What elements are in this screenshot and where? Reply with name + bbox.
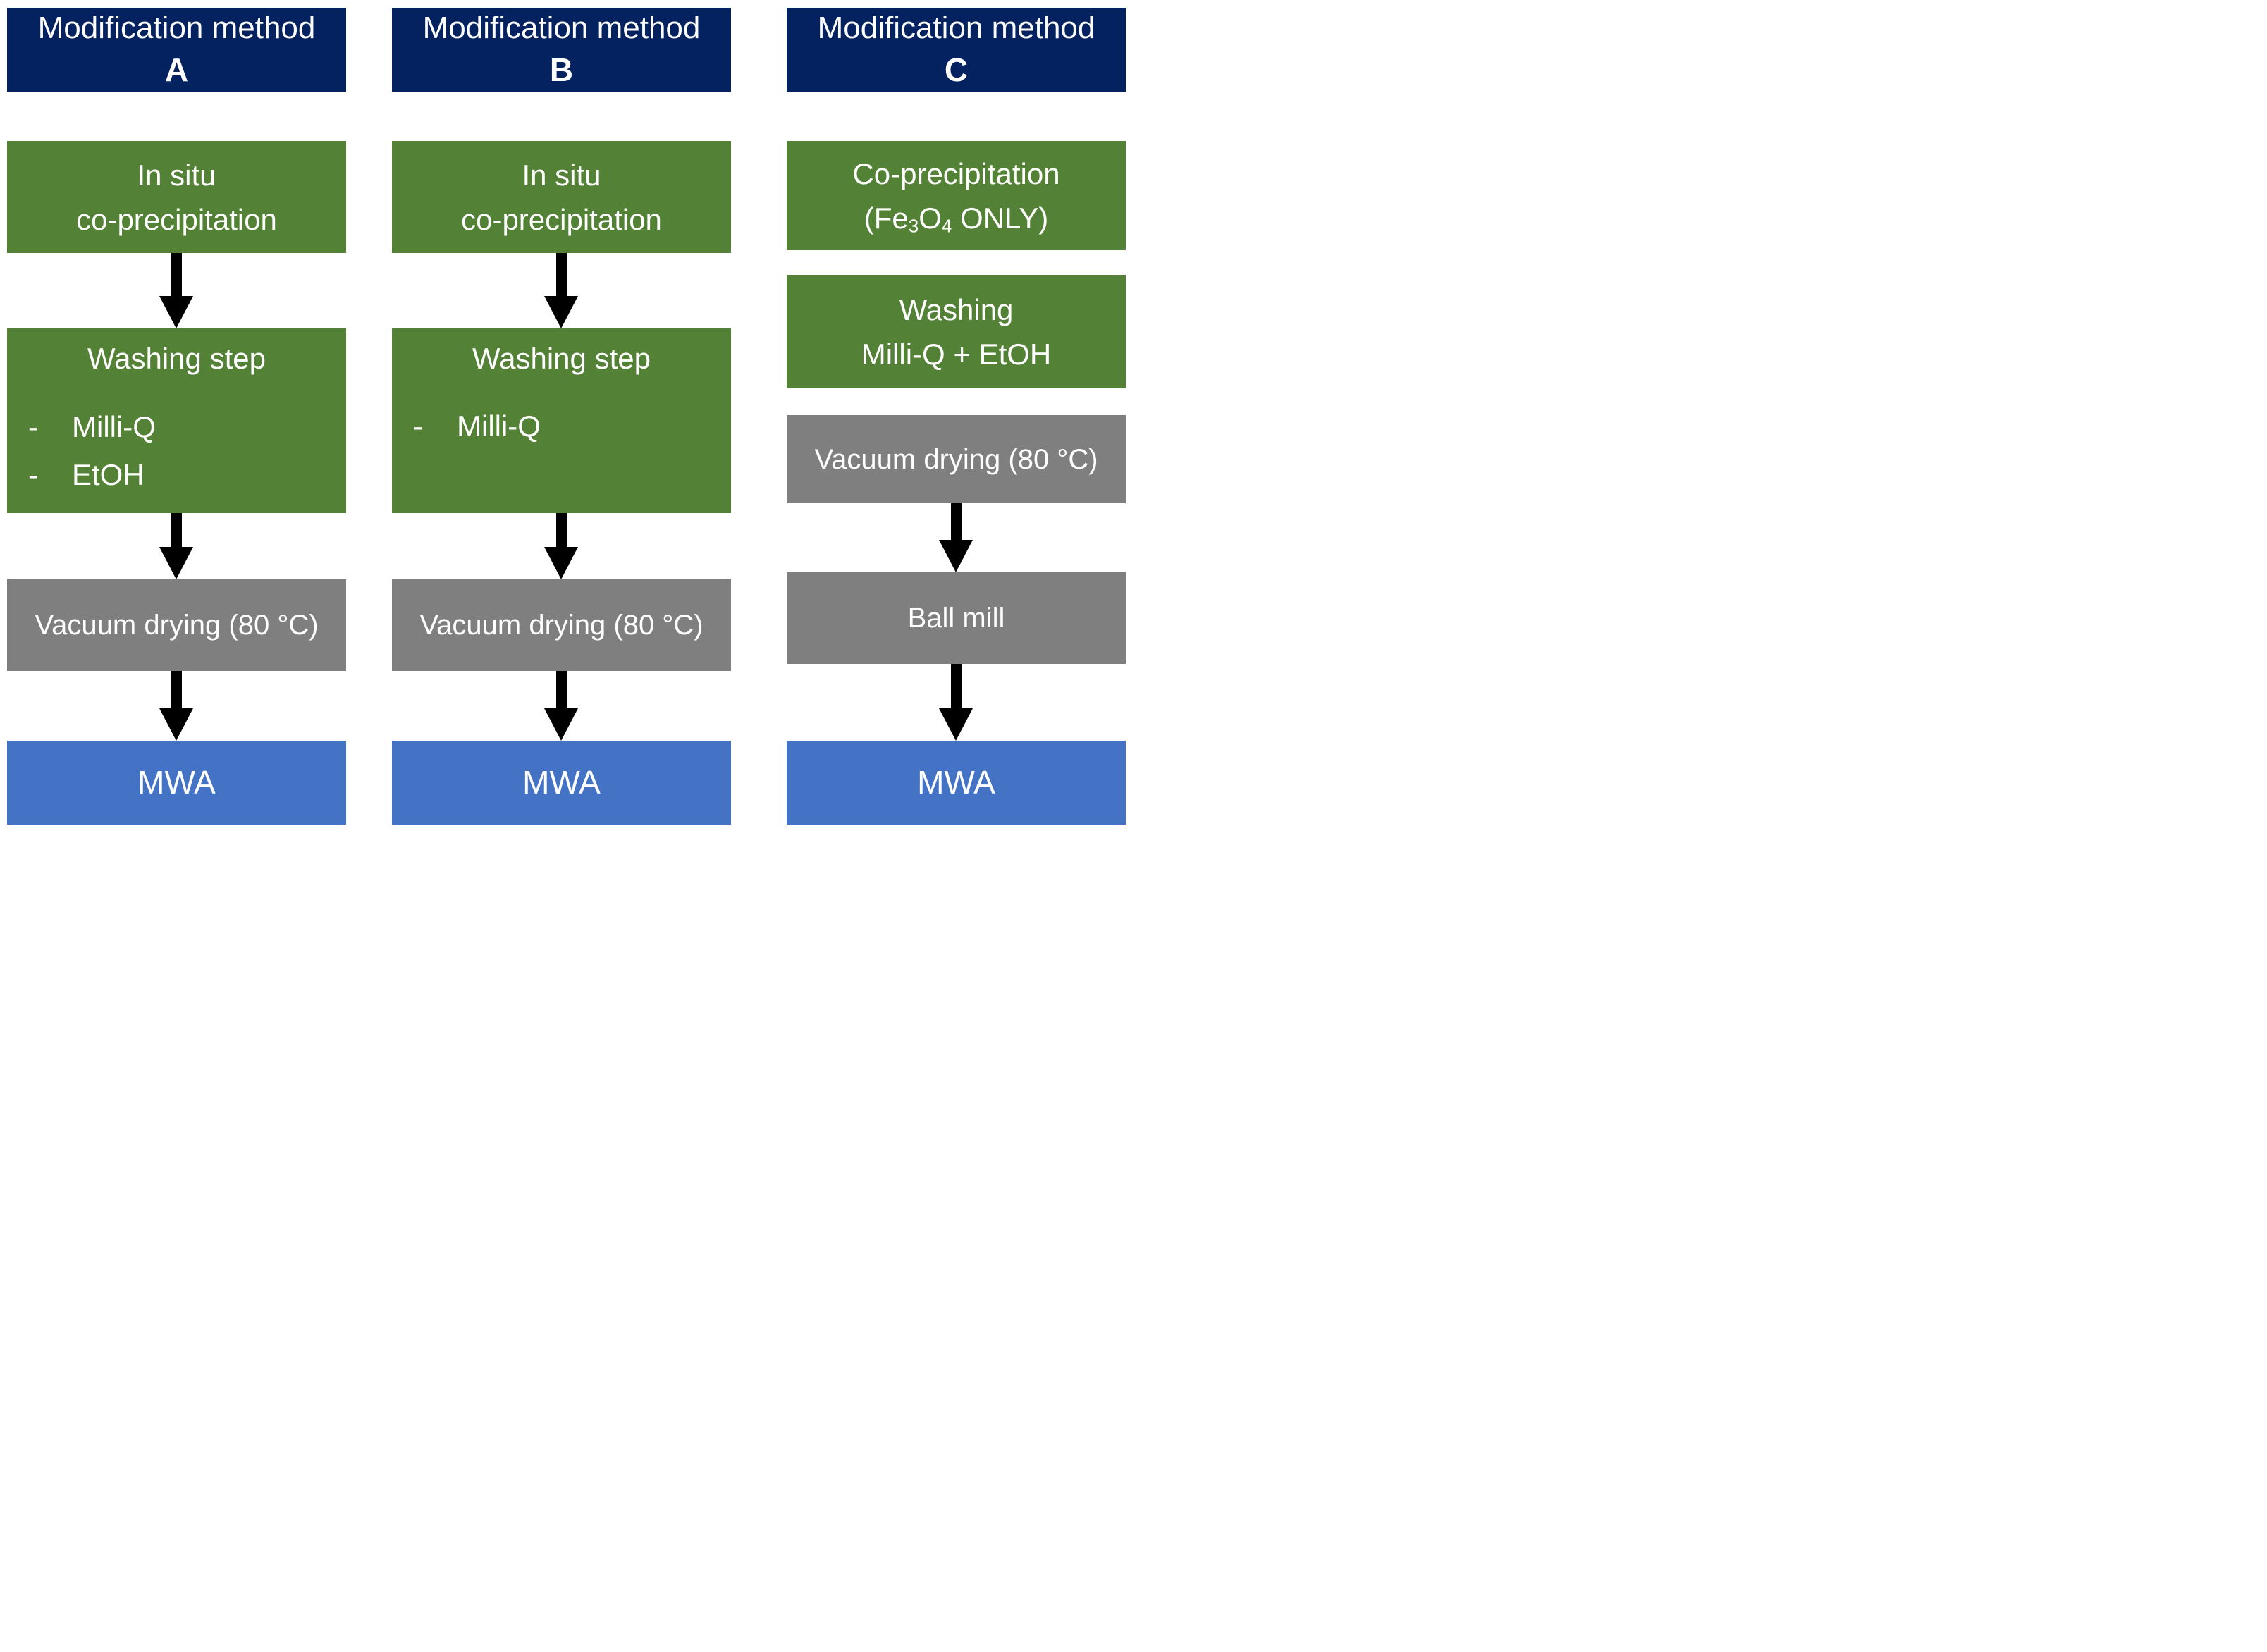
bullet-label: Milli-Q [457,409,541,443]
down-arrow [159,513,193,579]
bullet-dash: - [413,409,423,443]
method-a-vacuum-drying-label: Vacuum drying (80 °C) [35,610,319,641]
method-a-washing-bullets: - Milli-Q - EtOH [7,408,346,495]
arrow-head [159,708,193,741]
method-a-vacuum-drying-box: Vacuum drying (80 °C) [7,579,346,671]
method-c-washing-box: Washing Milli-Q + EtOH [787,275,1126,388]
arrow-shaft [171,253,182,296]
method-b-mwa-label: MWA [522,763,601,801]
arrow-shaft [555,253,567,296]
arrow-shaft [171,513,182,547]
method-a-coprecipitation-line1: In situ [137,158,216,192]
formula-suffix: ONLY) [952,201,1049,235]
method-b-header: Modification method B [392,8,731,92]
formula-subscript-4: 4 [941,215,952,237]
arrow-shaft [171,671,182,708]
arrow-head [939,540,973,572]
method-c-washing-line2: Milli-Q + EtOH [861,337,1052,371]
method-c-header: Modification method C [787,8,1126,92]
arrow-head [159,547,193,579]
down-arrow [159,253,193,328]
method-c-ball-mill-box: Ball mill [787,572,1126,664]
method-b-vacuum-drying-box: Vacuum drying (80 °C) [392,579,731,671]
method-b-vacuum-drying-label: Vacuum drying (80 °C) [419,610,704,641]
method-a-coprecipitation-box: In situ co-precipitation [7,141,346,253]
arrow-head [544,547,578,579]
formula-subscript-3: 3 [908,215,919,237]
bullet-milli-q: - Milli-Q [28,408,346,447]
modification-methods-flowchart: Modification method A In situ co-precipi… [0,0,1134,826]
method-b-washing-title: Washing step [472,342,651,375]
down-arrow [939,664,973,741]
method-b-washing-box: Washing step - Milli-Q [392,328,731,513]
method-c-washing-line1: Washing [899,292,1014,326]
arrow-shaft [950,503,962,540]
method-c-header-label: C [944,51,969,89]
down-arrow [544,513,578,579]
method-b-coprecipitation-line1: In situ [522,158,601,192]
method-a-header-line1: Modification method [37,11,316,46]
formula-prefix: (Fe [864,201,909,235]
down-arrow [544,253,578,328]
method-a-header-label: A [164,51,189,89]
method-c-mwa-label: MWA [917,763,995,801]
down-arrow [544,671,578,741]
method-c-vacuum-drying-box: Vacuum drying (80 °C) [787,415,1126,503]
method-b-header-label: B [549,51,574,89]
arrow-shaft [555,671,567,708]
bullet-dash: - [28,458,38,492]
method-c-coprecipitation-line1: Co-precipitation [852,156,1060,190]
method-b-mwa-box: MWA [392,741,731,825]
method-a-mwa-box: MWA [7,741,346,825]
arrow-head [939,708,973,741]
method-c-coprecipitation-box: Co-precipitation (Fe3O4 ONLY) [787,141,1126,250]
method-c-header-line1: Modification method [817,11,1095,46]
method-b-coprecipitation-box: In situ co-precipitation [392,141,731,253]
down-arrow [159,671,193,741]
method-c-ball-mill-label: Ball mill [907,603,1005,634]
method-b-washing-bullets: - Milli-Q [392,407,731,446]
bullet-dash: - [28,409,38,443]
down-arrow [939,503,973,572]
method-b-coprecipitation-line2: co-precipitation [461,202,662,236]
arrow-shaft [555,513,567,547]
method-b-header-line1: Modification method [422,11,701,46]
bullet-label: EtOH [72,458,145,492]
arrow-head [159,296,193,328]
method-a-coprecipitation-line2: co-precipitation [76,202,277,236]
formula-mid: O [919,201,942,235]
method-a-washing-title: Washing step [87,342,266,375]
method-a-washing-box: Washing step - Milli-Q - EtOH [7,328,346,513]
arrow-head [544,296,578,328]
method-c-vacuum-drying-label: Vacuum drying (80 °C) [814,443,1098,475]
bullet-label: Milli-Q [72,409,156,443]
method-a-header: Modification method A [7,8,346,92]
method-c-coprecipitation-formula: (Fe3O4 ONLY) [864,196,1049,240]
method-c-mwa-box: MWA [787,741,1126,825]
method-a-mwa-label: MWA [137,763,216,801]
arrow-head [544,708,578,741]
bullet-milli-q: - Milli-Q [413,407,731,446]
bullet-etoh: - EtOH [28,456,346,495]
arrow-shaft [950,664,962,708]
